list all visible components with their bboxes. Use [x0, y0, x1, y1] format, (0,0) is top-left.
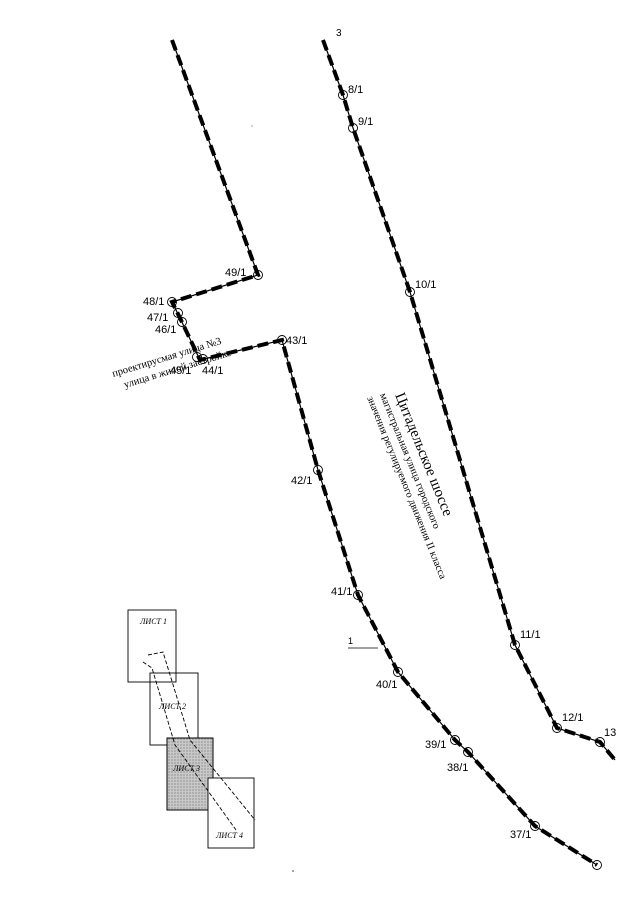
sheet-2-label: ЛИСТ 2: [158, 702, 186, 711]
key-map-road: [142, 651, 256, 831]
sheet-3-label: ЛИСТ 3: [172, 764, 200, 773]
node-38: [463, 747, 473, 757]
label-13: 13: [604, 727, 616, 739]
sheet-3-frame: [166, 737, 214, 811]
scan-specks: [251, 125, 294, 872]
node-46: [177, 317, 187, 327]
node-44: [198, 354, 208, 364]
sheet-4-label: ЛИСТ 4: [215, 831, 243, 840]
node-11: [510, 640, 520, 650]
node-48: [167, 297, 177, 307]
node-9: [348, 123, 358, 133]
label-46: 46/1: [155, 324, 176, 336]
label-41: 41/1: [331, 586, 352, 598]
section-line: 1 3: [336, 28, 378, 649]
label-38: 38/1: [447, 762, 468, 774]
label-49: 49/1: [225, 267, 246, 279]
label-40: 40/1: [376, 679, 397, 691]
sheet-key-map: ЛИСТ 1 ЛИСТ 2 ЛИСТ 3 ЛИСТ 4: [127, 609, 256, 849]
node-end: [592, 860, 602, 870]
node-37: [530, 821, 540, 831]
label-45: 45/1: [170, 365, 191, 377]
label-43: 43/1: [286, 335, 307, 347]
node-13: [595, 737, 605, 747]
node-42: [313, 465, 323, 475]
label-44: 44/1: [202, 365, 223, 377]
point-labels: 8/1 9/1 10/1 11/1 12/1 13 49/1 48/1 47/1…: [143, 84, 616, 841]
label-9: 9/1: [358, 116, 373, 128]
label-47: 47/1: [147, 312, 168, 324]
highway-label: Цитадельское шоссе магистральная улица г…: [364, 391, 455, 582]
section-mark-label: 1: [348, 636, 353, 646]
node-12: [552, 723, 562, 733]
node-45: [192, 352, 202, 362]
label-10: 10/1: [415, 279, 436, 291]
node-43: [277, 335, 287, 345]
label-37: 37/1: [510, 829, 531, 841]
sheet-4-frame: [207, 777, 255, 849]
label-48: 48/1: [143, 296, 164, 308]
node-39: [450, 735, 460, 745]
sheet-1-label: ЛИСТ 1: [139, 617, 167, 626]
projected-street-label: проектирусмая улица №3 улица в жилой зас…: [111, 336, 233, 391]
red-line-east: [321, 39, 617, 762]
point-nodes: [167, 90, 605, 870]
node-49: [253, 270, 263, 280]
top-mark-label: 3: [336, 28, 342, 39]
node-8: [338, 90, 348, 100]
node-10: [405, 287, 415, 297]
label-12: 12/1: [562, 712, 583, 724]
node-41: [353, 590, 363, 600]
label-39: 39/1: [425, 739, 446, 751]
sheet-1-frame: [127, 609, 177, 683]
label-42: 42/1: [291, 475, 312, 487]
node-47: [173, 308, 183, 318]
node-40: [393, 667, 403, 677]
red-line-west: [169, 39, 599, 867]
label-11: 11/1: [520, 629, 541, 641]
label-8: 8/1: [348, 84, 363, 96]
